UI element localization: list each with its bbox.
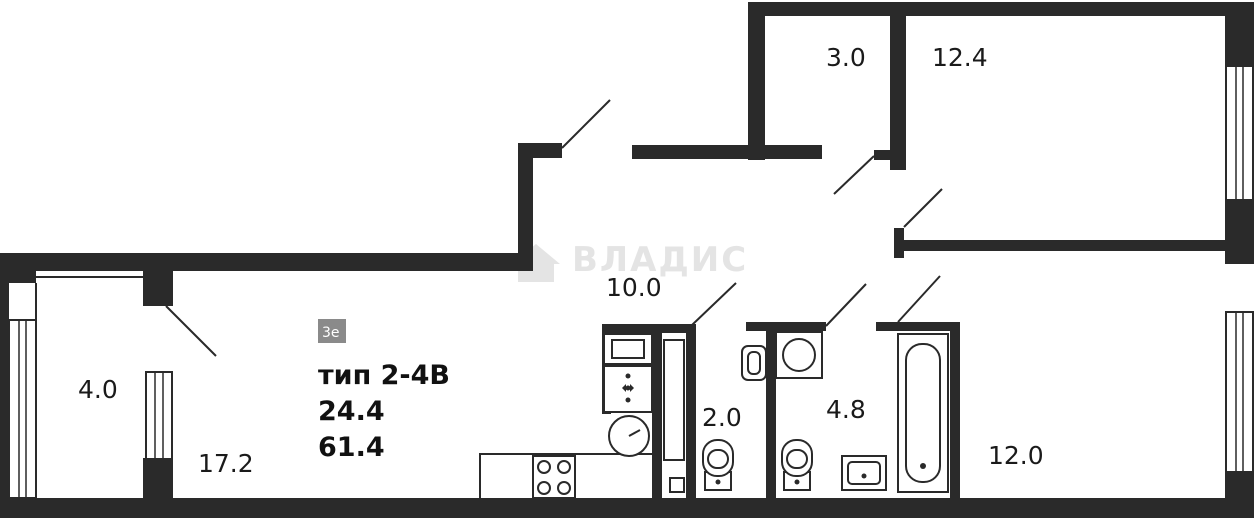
apartment-total-area: 61.4 <box>318 432 385 463</box>
room-area-kitchen-living: 17.2 <box>198 449 254 478</box>
room-area-bathroom: 4.8 <box>826 395 866 424</box>
apartment-living-area: 24.4 <box>318 396 385 427</box>
floor-drain-icon <box>669 477 685 493</box>
window-bedroom <box>1225 65 1254 201</box>
window-balcony <box>8 319 37 499</box>
room-area-room: 12.0 <box>988 441 1044 470</box>
window-room <box>1225 311 1254 473</box>
bathroom-fixtures <box>741 331 949 493</box>
room-area-hall: 10.0 <box>606 273 662 302</box>
unit-badge <box>318 319 346 343</box>
window-balcony-door <box>145 371 173 461</box>
bathtub-icon <box>897 333 949 493</box>
apartment-type: тип 2-4В <box>318 360 450 391</box>
bidet-sink-icon <box>841 455 887 491</box>
doors <box>165 99 943 357</box>
windows <box>8 65 1254 499</box>
room-area-closet: 3.0 <box>826 43 866 72</box>
room-area-bedroom: 12.4 <box>932 43 988 72</box>
unit-badge-text: 3e <box>322 325 340 341</box>
room-area-balcony: 4.0 <box>78 375 118 404</box>
room-area-wc: 2.0 <box>702 403 742 432</box>
toilet-wc-icon <box>702 439 734 491</box>
toilet-bathroom-icon <box>781 439 813 491</box>
apartment-info: 3e тип 2-4В 24.4 61.4 <box>318 319 450 463</box>
room-labels: 3.0 12.4 10.0 4.0 17.2 2.0 4.8 12.0 <box>78 43 1044 478</box>
house-logo-icon <box>512 244 560 282</box>
wc-fixtures <box>663 339 734 493</box>
watermark-text: ВЛАДИС <box>572 240 748 280</box>
kitchen-fixtures <box>479 333 653 500</box>
watermark: ВЛАДИС <box>512 240 748 282</box>
